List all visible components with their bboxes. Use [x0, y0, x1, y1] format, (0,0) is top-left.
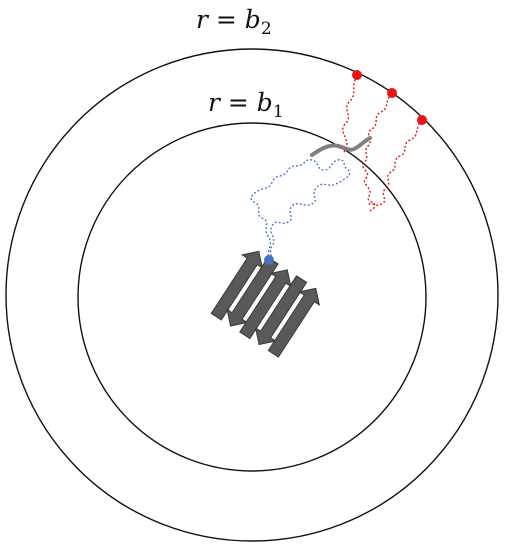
beta-strand-5: [267, 287, 321, 358]
inner-label-base: b: [257, 88, 273, 117]
interface-segment: [310, 136, 372, 157]
outer-boundary-label: r = b2: [196, 5, 272, 39]
inner-label-variable: r: [208, 88, 222, 117]
inner-boundary-circle: [77, 122, 427, 472]
surface-bead-1: [352, 70, 362, 80]
anchor-bead: [264, 255, 274, 265]
outer-label-equals: =: [208, 5, 245, 34]
outer-label-subscript: 2: [261, 19, 272, 39]
outer-shell-chain-2: [361, 93, 393, 212]
inner-label-subscript: 1: [273, 102, 284, 122]
outer-label-base: b: [245, 5, 261, 34]
inner-region-chain: [250, 159, 351, 261]
outer-shell-chain-3: [367, 119, 423, 207]
outer-label-variable: r: [196, 5, 210, 34]
outer-boundary-circle: [5, 48, 499, 542]
inner-label-equals: =: [220, 88, 257, 117]
beta-sheet: [210, 250, 321, 358]
surface-bead-3: [417, 115, 427, 125]
surface-bead-2: [387, 88, 397, 98]
outer-shell-chain-1: [342, 75, 358, 153]
inner-boundary-label: r = b1: [208, 88, 284, 122]
